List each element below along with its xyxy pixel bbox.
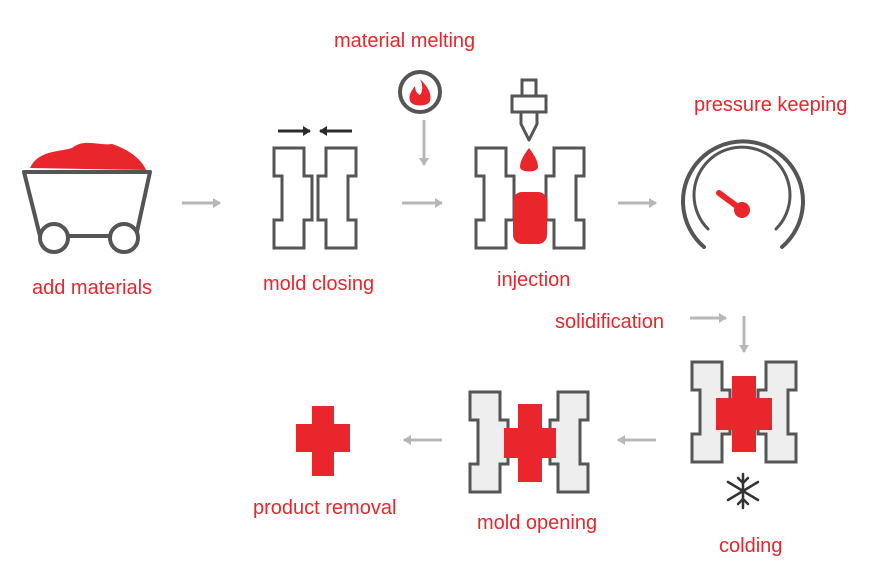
cart-icon	[22, 142, 152, 254]
label-mold-closing: mold closing	[263, 273, 375, 295]
label-add-materials: add materials	[32, 277, 153, 299]
colding-mold-icon	[690, 360, 798, 464]
label-solidification: solidification	[555, 311, 664, 333]
label-mold-opening: mold opening	[477, 512, 598, 534]
gauge-icon	[681, 139, 805, 249]
nozzle-icon	[510, 78, 548, 142]
snowflake-icon	[726, 472, 760, 510]
label-pressure-keeping: pressure keeping	[694, 94, 848, 116]
label-injection: injection	[497, 269, 571, 291]
product-icon	[296, 406, 350, 476]
flame-icon	[398, 70, 442, 114]
label-material-melting: material melting	[334, 30, 476, 52]
drop-icon	[520, 148, 538, 172]
label-product-removal: product removal	[253, 497, 397, 519]
mold-opening-icon	[468, 390, 590, 494]
mold-closing-icon	[272, 126, 358, 250]
label-colding: colding	[719, 535, 783, 557]
injection-icon	[474, 78, 586, 250]
